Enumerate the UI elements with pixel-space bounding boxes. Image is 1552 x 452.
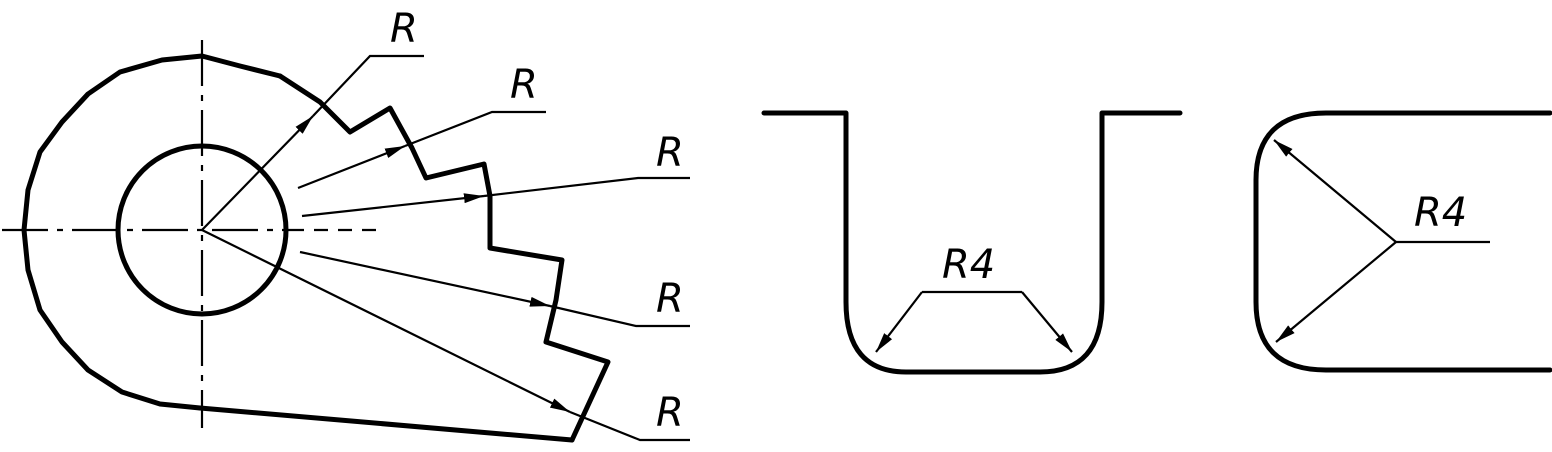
radius-label-1: R (390, 6, 418, 52)
dimension-label-right: R4 (1414, 190, 1467, 236)
outer-arc-contour (21, 53, 283, 411)
leader-tail-3 (483, 176, 690, 198)
leader-lower (1275, 241, 1397, 343)
leader-line-1 (201, 115, 314, 231)
radius-label-3: R (656, 130, 684, 176)
leader-left (875, 291, 923, 353)
radius-label-5: R (656, 390, 684, 436)
leader-line-5 (201, 229, 571, 413)
u-channel-profile (761, 110, 1183, 375)
radius-label-4: R (656, 276, 684, 322)
middle-figure: R4 (761, 110, 1183, 375)
leader-tail-5 (569, 410, 690, 442)
right-figure: R4 (1253, 110, 1552, 373)
leader-line-3 (301, 193, 485, 218)
outer-bottom-edge (197, 405, 575, 443)
leader-line-2 (297, 144, 406, 190)
radius-label-2: R (510, 62, 538, 108)
dimension-label-middle: R4 (942, 242, 995, 288)
leader-tail-2 (404, 110, 546, 148)
leader-upper (1273, 139, 1397, 243)
leader-line-4 (299, 250, 551, 308)
stepped-profile (277, 73, 611, 443)
leader-tail-4 (549, 304, 690, 328)
c-channel-profile (1253, 110, 1552, 373)
left-figure: R R R R R (2, 6, 690, 443)
leader-tail-1 (312, 54, 424, 117)
leader-right (1021, 291, 1073, 353)
